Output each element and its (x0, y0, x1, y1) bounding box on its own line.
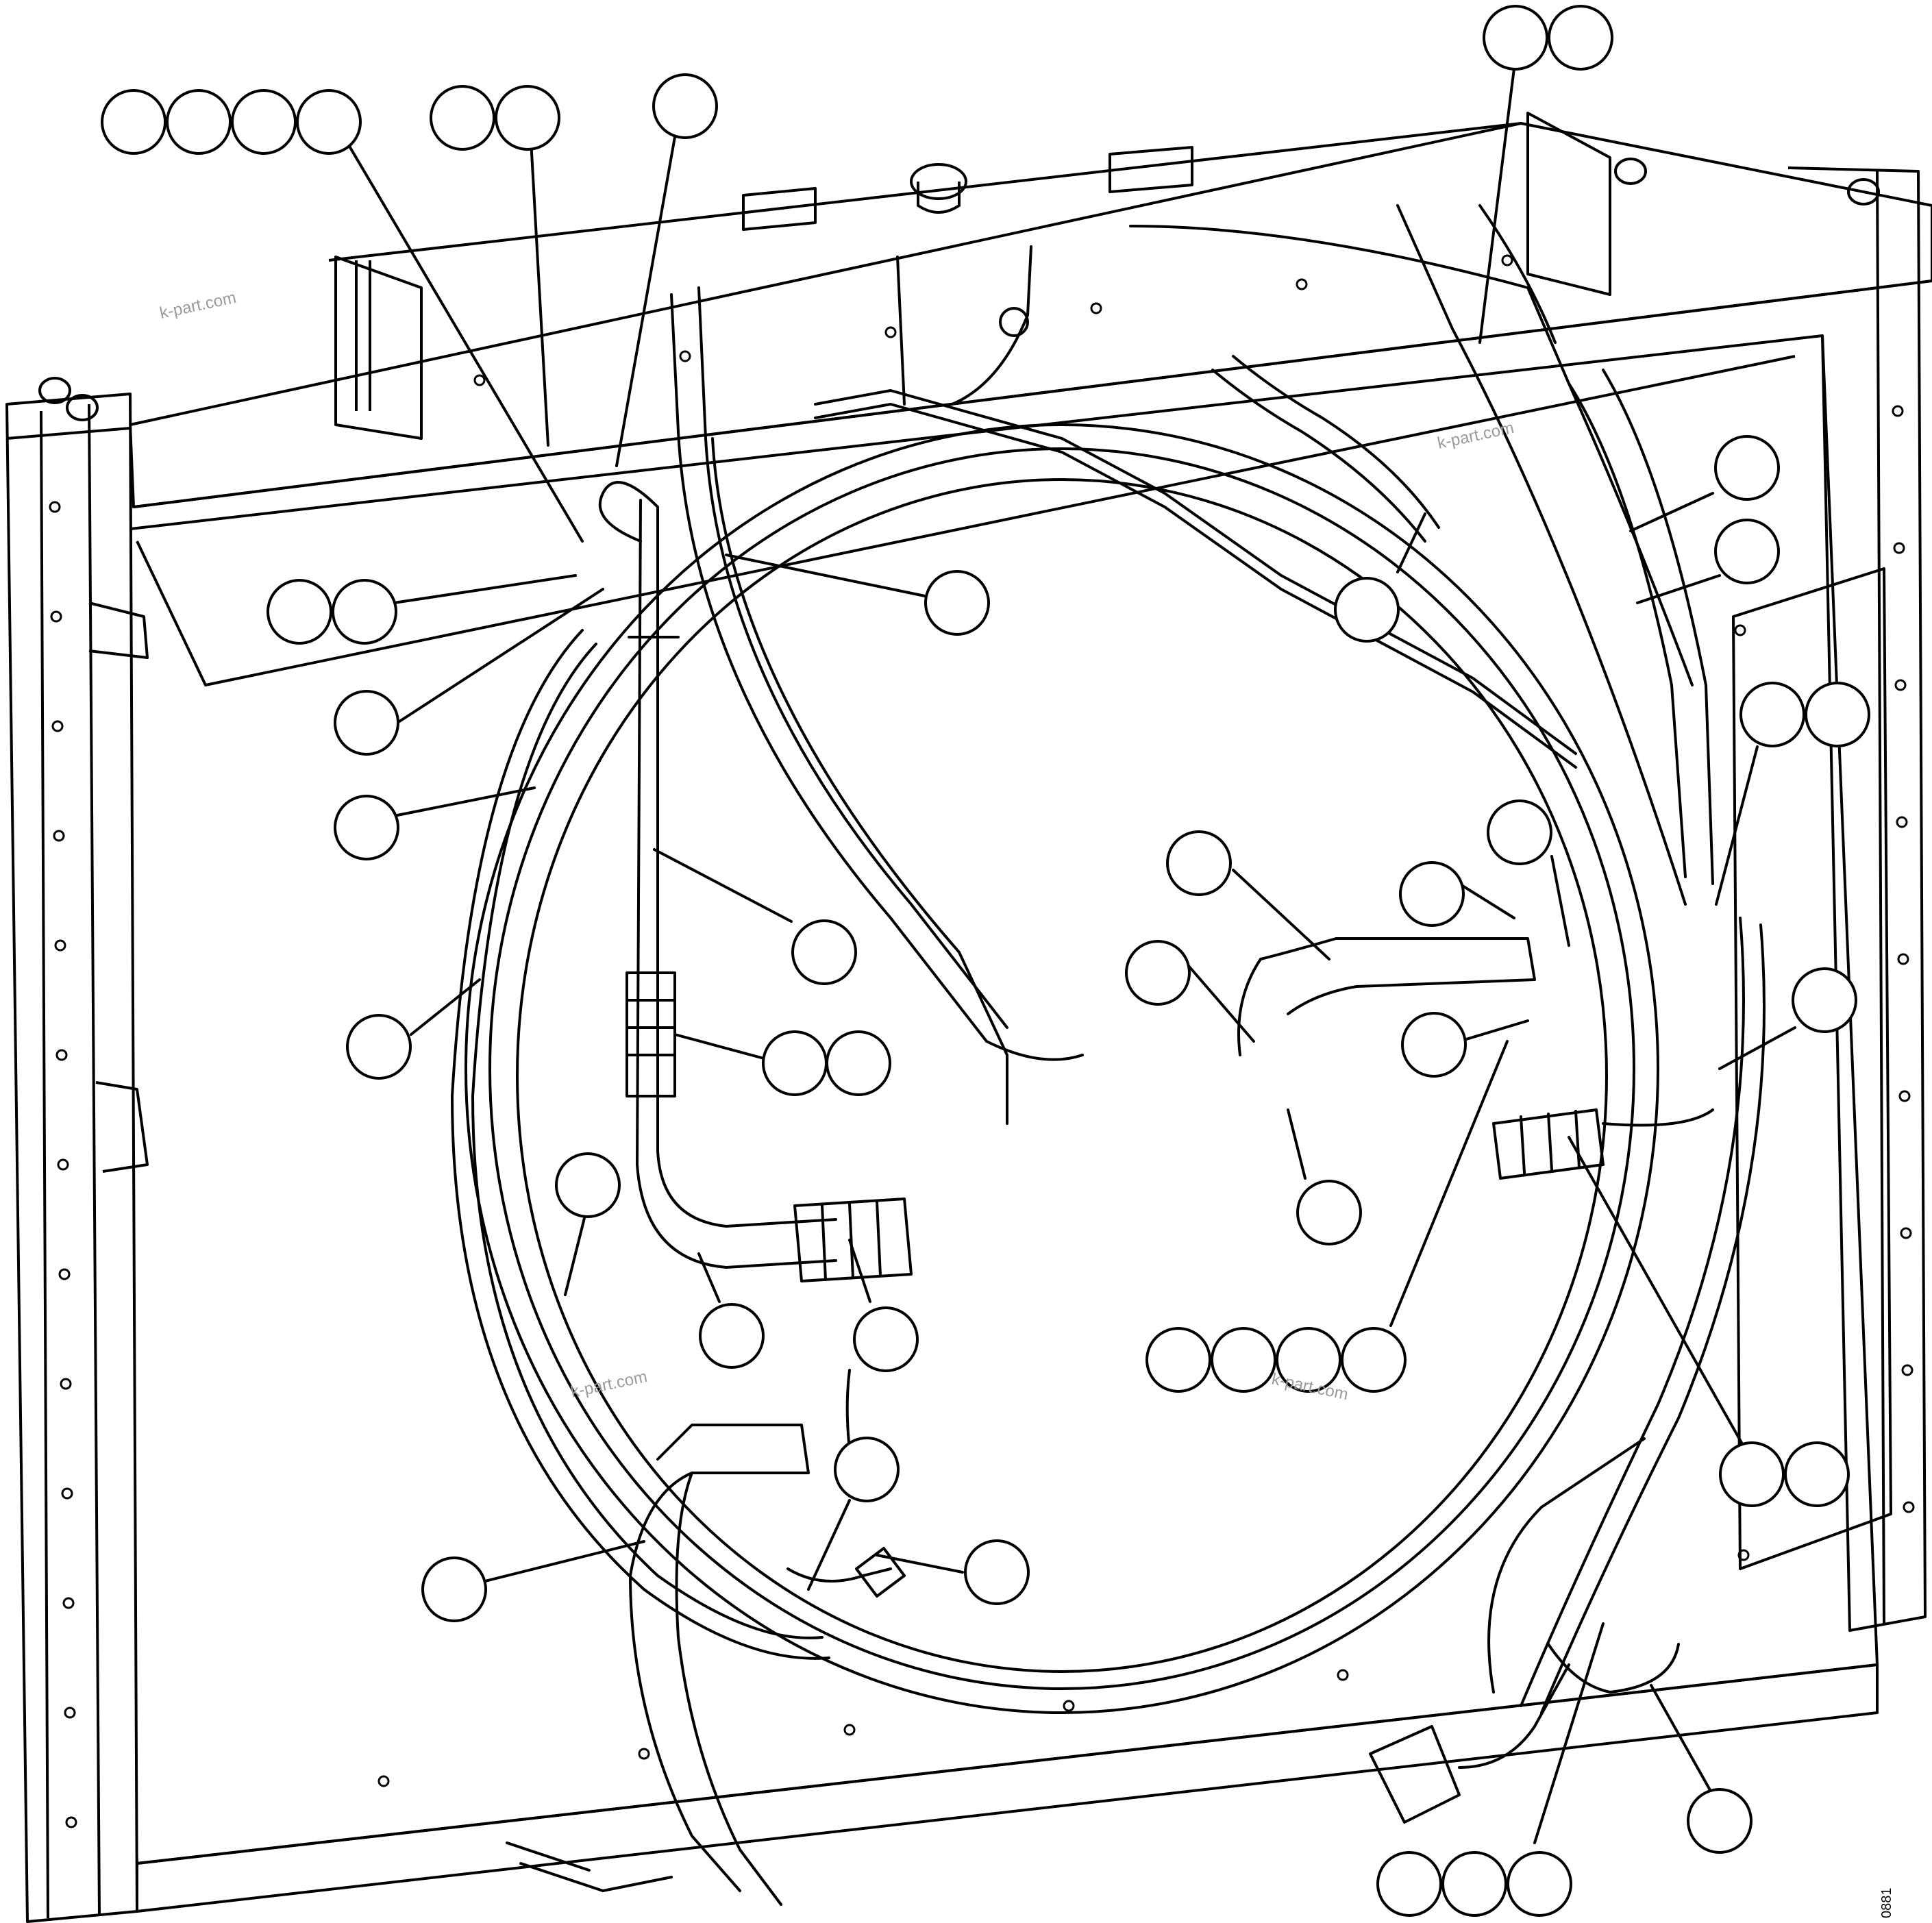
callout-circle (1507, 1851, 1572, 1917)
callout-circle (231, 89, 297, 155)
callout-circle (267, 579, 332, 645)
image-code: 0881 (1879, 1888, 1894, 1919)
callout-circle (1739, 682, 1805, 747)
callout-circle (1145, 1327, 1211, 1393)
radiator-frame (5, 112, 1932, 1923)
callout-circle (1714, 519, 1780, 584)
callout-circle (1805, 682, 1870, 747)
callout-circle (964, 1539, 1030, 1605)
callout-circle (332, 579, 397, 645)
callout-circle (1483, 5, 1548, 71)
callout-circle (1296, 1180, 1362, 1245)
callout-circle (834, 1437, 900, 1502)
callout-circle (1719, 1441, 1785, 1507)
callout-circle (853, 1306, 919, 1372)
callout-circle (495, 85, 560, 151)
callout-circle (346, 1014, 412, 1080)
callout-circle (166, 89, 232, 155)
callout-leaders (345, 67, 1796, 1844)
callout-circle (555, 1152, 621, 1218)
callout-circle (1125, 940, 1191, 1006)
callout-circle (430, 85, 495, 151)
hose-harness (451, 204, 1766, 1906)
callout-circle (1784, 1441, 1850, 1507)
callout-circle (652, 73, 718, 139)
callout-circle (1441, 1851, 1507, 1917)
callout-circle (762, 1030, 828, 1096)
callout-circle (791, 919, 857, 985)
callout-circle (1687, 1788, 1753, 1854)
callout-circle (1166, 830, 1232, 896)
callout-circle (421, 1556, 487, 1622)
callout-circle (101, 89, 166, 155)
callout-circle (1487, 799, 1552, 865)
callout-circle (1548, 5, 1613, 71)
callout-circle (334, 795, 399, 860)
callout-circle (1376, 1851, 1442, 1917)
callout-circle (826, 1030, 891, 1096)
callout-circle (334, 690, 399, 756)
callout-circle (1341, 1327, 1407, 1393)
callout-circle (1211, 1327, 1276, 1393)
coolant-pipe-left (598, 481, 913, 1282)
tank-fittings (38, 158, 1880, 421)
callout-circle (1792, 967, 1857, 1033)
watermark-text: k-part.com (158, 288, 238, 323)
callout-circle (296, 89, 362, 155)
callout-circle (1401, 1012, 1467, 1078)
fan-ring (465, 423, 1659, 1714)
callout-circles (101, 5, 1870, 1917)
callout-circle (1334, 577, 1400, 643)
callout-circle (1276, 1327, 1341, 1393)
callout-circle (1399, 861, 1465, 927)
callout-circle (924, 570, 990, 636)
callout-circle (699, 1303, 765, 1369)
callout-circle (1714, 435, 1780, 501)
